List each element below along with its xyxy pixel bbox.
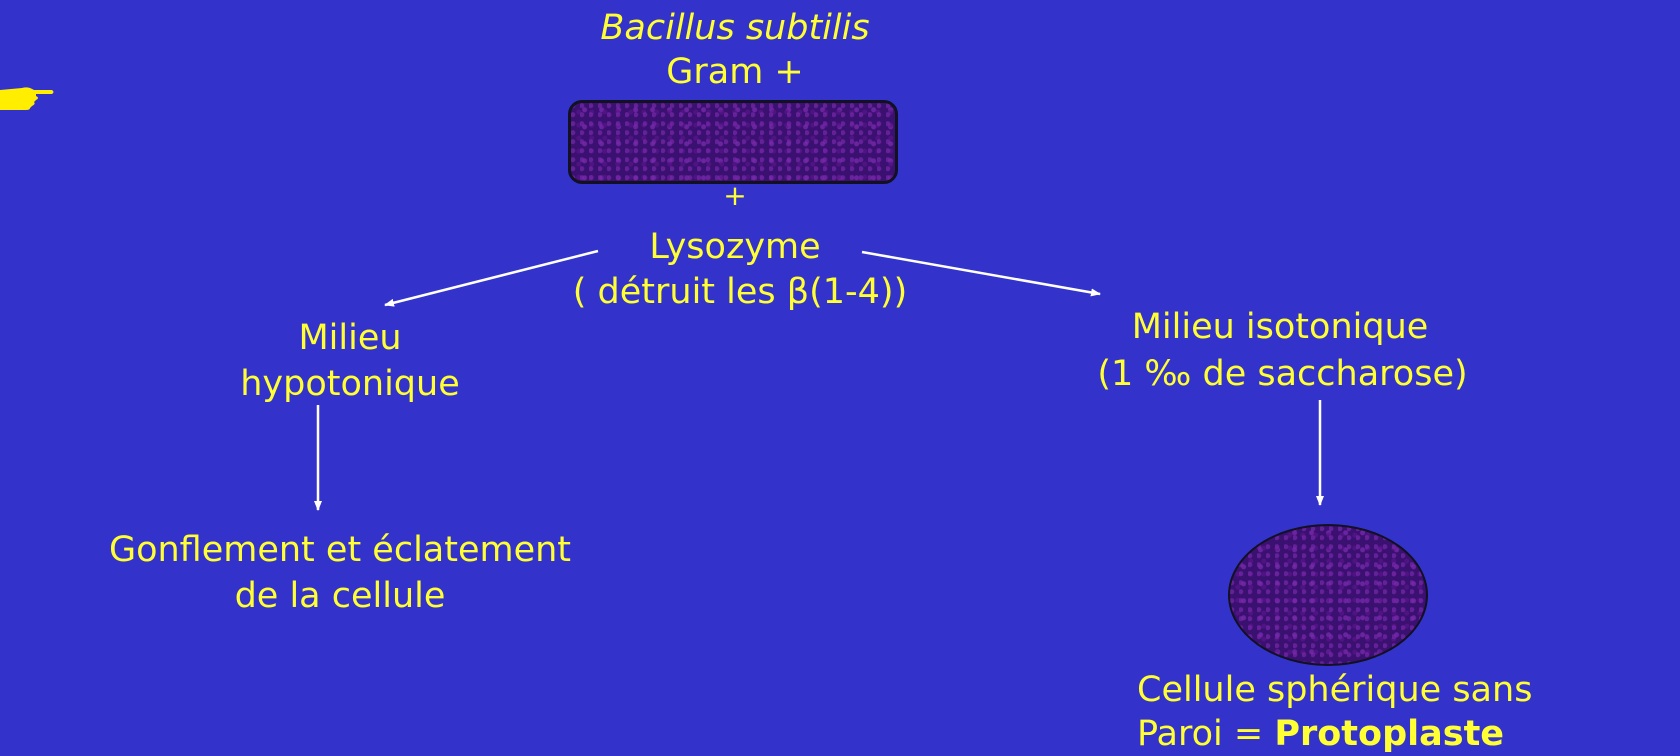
gram-stain-label: Gram +: [666, 52, 804, 92]
spherical-cell-shape: [1228, 524, 1428, 666]
isotonic-medium-label-2: (1 ‰ de saccharose): [1097, 354, 1468, 394]
hypotonic-medium-label-2: hypotonique: [240, 364, 460, 404]
arrow-to-hypotonic: [384, 249, 599, 307]
hypotonic-medium-label: Milieu: [298, 318, 402, 358]
protoplast-definition-prefix: Paroi =: [1137, 714, 1275, 754]
isotonic-medium-label: Milieu isotonique: [1131, 307, 1429, 347]
enzyme-label: Lysozyme: [649, 227, 821, 267]
plus-sign: +: [723, 179, 747, 212]
organism-name: Bacillus subtilis: [600, 8, 870, 48]
arrow-to-isotonic: [861, 250, 1101, 297]
lysis-result-label: Gonflement et éclatement: [108, 530, 572, 570]
rod-bacterium-shape: [568, 100, 898, 184]
protoplast-result-label: Cellule sphérique sans: [1137, 670, 1533, 710]
pointing-hand-icon: [0, 87, 54, 110]
lysis-result-label-2: de la cellule: [234, 576, 446, 616]
enzyme-action-label: ( détruit les β(1-4)): [572, 272, 908, 312]
protoplast-term: Protoplaste: [1274, 714, 1505, 754]
protoplast-result-label-2: Paroi = Protoplaste: [1137, 712, 1504, 756]
